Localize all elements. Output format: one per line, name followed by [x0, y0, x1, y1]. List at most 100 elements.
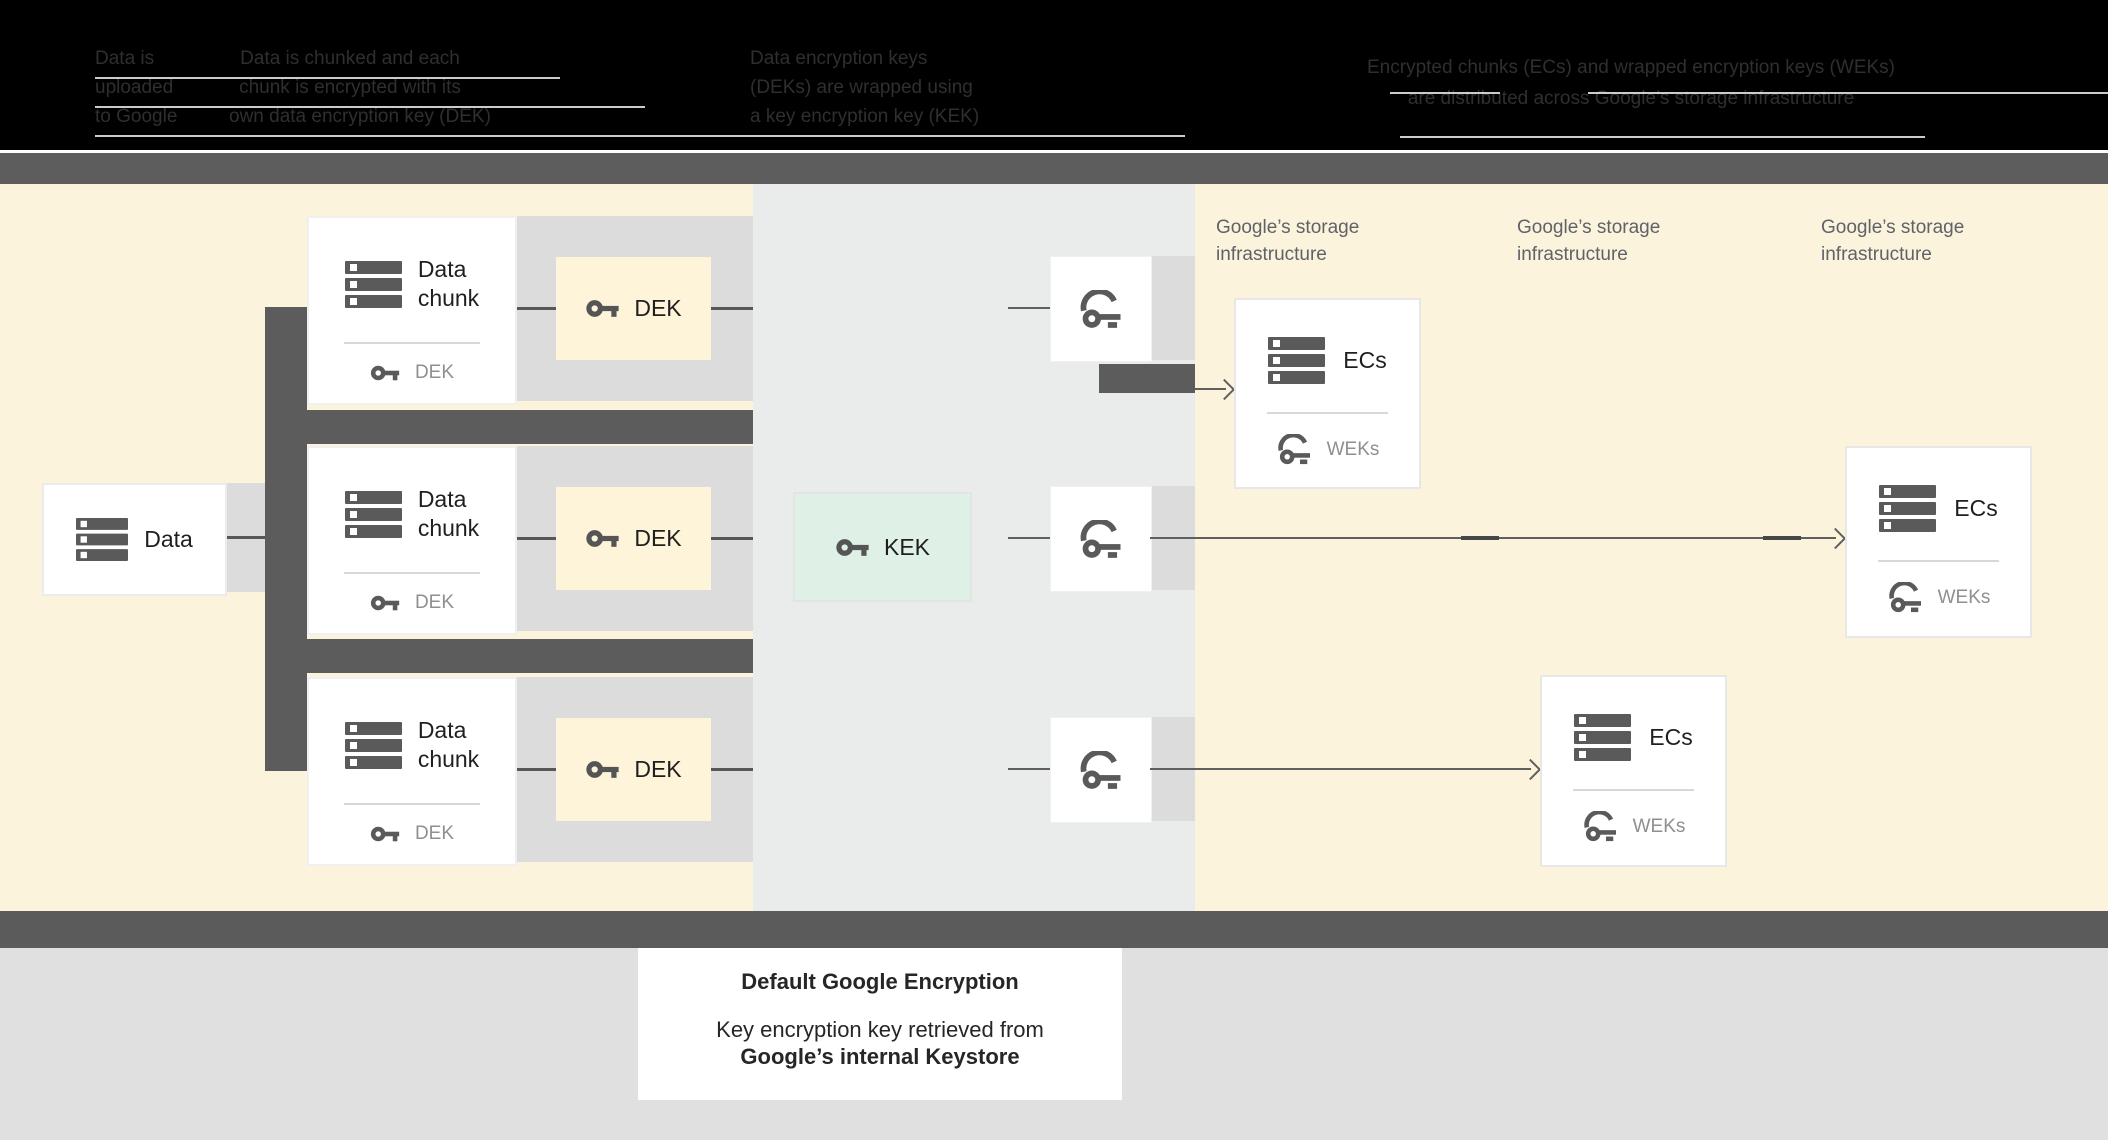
header-step-1: Data is uploaded to Google	[95, 44, 177, 131]
dek-to-section-line	[711, 768, 753, 771]
wrapped-key-icon	[1080, 519, 1121, 558]
bottom-gray-bar	[0, 911, 2108, 948]
header-underline	[1588, 92, 2108, 94]
weks-label: WEKs	[1632, 815, 1686, 837]
storage-label-line: Google’s storage	[1517, 217, 1661, 238]
header-text: Data is chunked and each	[240, 48, 460, 69]
storage-infrastructure-label: Google’s storage infrastructure	[1821, 214, 1964, 268]
arrowhead-icon	[1824, 527, 1847, 550]
dek-box: DEK	[556, 487, 711, 590]
chunk-title-line: Data	[417, 256, 467, 282]
ecs-weks-row: WEKs	[1847, 582, 2030, 613]
caption-box: Default Google Encryption Key encryption…	[638, 948, 1122, 1100]
wrapped-key-icon	[1583, 811, 1616, 842]
storage-infrastructure-label: Google’s storage infrastructure	[1216, 214, 1359, 268]
data-icon	[1574, 713, 1632, 761]
wrapped-key-icon	[1080, 289, 1121, 328]
ecs-divider	[1878, 560, 1999, 562]
chunk-header: Data chunk	[309, 248, 515, 320]
chunk-title-line: chunk	[417, 285, 480, 311]
ecs-weks-row: WEKs	[1236, 434, 1419, 465]
chunk-to-dek-line	[513, 307, 556, 310]
header-text: a key encryption key (KEK)	[750, 106, 980, 127]
wrapped-key-box	[1050, 486, 1152, 592]
chunk-dek-row: DEK	[309, 592, 515, 614]
header-step-3: Data encryption keys (DEKs) are wrapped …	[750, 44, 979, 131]
header-separator	[0, 150, 2108, 153]
key-icon	[836, 538, 869, 556]
data-chunk-box: Data chunk DEK	[307, 677, 517, 866]
chunk-title-line: Data	[417, 717, 467, 743]
ecs-weks-row: WEKs	[1542, 811, 1725, 842]
arrowhead-icon	[1519, 758, 1542, 781]
storage-label-line: infrastructure	[1821, 244, 1932, 265]
chunk-title-line: chunk	[417, 515, 480, 541]
ecs-box: ECs WEKs	[1845, 446, 2032, 638]
header-underline	[1400, 136, 1925, 138]
chunk-divider	[344, 342, 480, 344]
header-step-4: Encrypted chunks (ECs) and wrapped encry…	[1318, 52, 1944, 114]
chunk-dek-label: DEK	[414, 592, 455, 613]
chunk-header: Data chunk	[309, 478, 515, 550]
header-underline	[95, 135, 1185, 137]
wrapped-key-icon	[1277, 434, 1310, 465]
chunk-dek-label: DEK	[414, 362, 455, 383]
header-text: Data encryption keys	[750, 48, 928, 69]
wrapped-key-box	[1050, 256, 1152, 362]
kek-box-label: KEK	[883, 533, 931, 560]
ecs-label: ECs	[1954, 494, 1998, 521]
data-chunk-icon	[344, 490, 402, 538]
chunk-dek-row: DEK	[309, 362, 515, 384]
storage-label-line: Google’s storage	[1216, 217, 1360, 238]
dek-to-section-line	[711, 537, 753, 540]
ecs-header: ECs	[1847, 480, 2030, 536]
chunk-title: Data chunk	[418, 255, 479, 313]
dek-to-section-line	[711, 307, 753, 310]
wrapped-key-icon	[1888, 582, 1921, 613]
key-icon	[586, 300, 619, 317]
data-box: Data	[42, 483, 227, 596]
chunk-title-line: Data	[417, 486, 467, 512]
chunk-divider	[344, 803, 480, 805]
arrow-line-dark-segment	[1461, 536, 1499, 540]
header-step-2: Data is chunked and each chunk is encryp…	[229, 44, 491, 131]
caption-line-1: Key encryption key retrieved from	[716, 1017, 1044, 1042]
data-chunk-box: Data chunk DEK	[307, 216, 517, 405]
data-box-label: Data	[144, 526, 193, 552]
header-text: uploaded	[95, 77, 174, 98]
key-icon	[586, 761, 619, 778]
arrowhead-icon	[1213, 378, 1236, 401]
dek-box: DEK	[556, 257, 711, 360]
header-text: Encrypted chunks (ECs) and wrapped encry…	[1367, 57, 1895, 78]
header-underline	[1390, 92, 1500, 94]
ecs-label: ECs	[1343, 346, 1387, 373]
weks-label: WEKs	[1326, 438, 1380, 460]
header-text: chunk is encrypted with its	[239, 77, 461, 98]
ecs-box: ECs WEKs	[1540, 675, 1727, 867]
data-icon	[76, 518, 129, 561]
dek-box: DEK	[556, 718, 711, 821]
wrapped-key-icon	[1080, 750, 1121, 789]
weks-label: WEKs	[1937, 586, 1991, 608]
dek-box-label: DEK	[634, 525, 682, 551]
stub-line	[1008, 307, 1050, 309]
chunk-title: Data chunk	[418, 716, 479, 774]
data-icon	[1879, 484, 1937, 532]
header-text: (DEKs) are wrapped using	[750, 77, 973, 98]
stub-line	[1008, 537, 1050, 539]
ecs-header: ECs	[1542, 709, 1725, 765]
key-icon	[370, 826, 400, 842]
key-icon	[370, 595, 400, 611]
data-chunk-icon	[344, 721, 402, 769]
chunk-title: Data chunk	[418, 485, 479, 543]
arrow-line	[1150, 768, 1531, 770]
header-text: are distributed across Google’s storage …	[1407, 88, 1855, 109]
diagram-canvas: Data Data chunk	[0, 184, 2108, 911]
connector-horizontal-bar-2	[265, 639, 753, 673]
wrapped-key-box	[1050, 717, 1152, 823]
chunk-dek-row: DEK	[309, 823, 515, 845]
ecs-box: ECs WEKs	[1234, 298, 1421, 489]
arrow-line	[1195, 388, 1226, 390]
header-band: Data is uploaded to Google Data is chunk…	[0, 0, 2108, 150]
